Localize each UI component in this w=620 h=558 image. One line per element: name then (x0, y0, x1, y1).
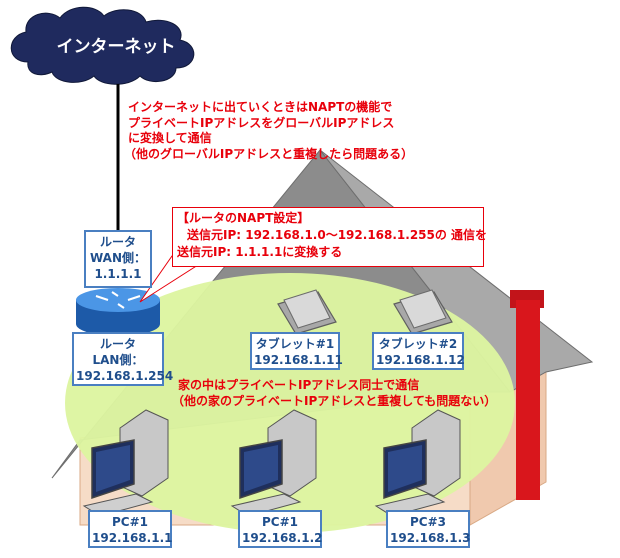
nat-setting-title: 【ルータのNAPT設定】 (177, 211, 310, 225)
tablet-2-name: タブレット#2 (378, 337, 458, 351)
internet-note-line-3: に変換して通信 (128, 131, 212, 145)
pc-1-name: PC#1 (111, 515, 148, 529)
router-lan-name: ルータ (99, 337, 136, 351)
router-lan-ip: 192.168.1.254 (76, 369, 174, 383)
pc-3-name: PC#3 (409, 515, 446, 529)
pc-2-name: PC#1 (261, 515, 298, 529)
home-note-line-2: （他の家のプライベートIPアドレスと重複しても問題ない） (172, 393, 497, 408)
tablet-1-label: タブレット#1 192.168.1.11 (250, 332, 343, 370)
tablet-2-ip: 192.168.1.12 (376, 353, 465, 367)
router-wan-name: ルータ (99, 235, 136, 249)
tablet-1-name: タブレット#1 (255, 337, 335, 351)
nat-setting-line-2: 送信元IP: 1.1.1.1に変換する (177, 245, 343, 259)
pc-1-ip: 192.168.1.1 (92, 531, 173, 545)
router-icon (76, 288, 160, 336)
pc-3-icon (374, 409, 461, 517)
pc-3-ip: 192.168.1.3 (390, 531, 471, 545)
router-wan-side: WAN側： (89, 251, 147, 265)
internet-cloud-icon (10, 6, 195, 85)
internet-note-line-2: プライベートIPアドレスをグローバルIPアドレス (128, 115, 395, 130)
home-note-line-1: 家の中はプライベートIPアドレス同士で通信 (178, 378, 420, 392)
internet-label: インターネット (56, 37, 176, 57)
tablet-2-label: タブレット#2 192.168.1.12 (372, 332, 465, 370)
router-wan-label: ルータ WAN側： 1.1.1.1 (84, 230, 152, 288)
router-lan-side: LAN側： (92, 353, 144, 367)
internet-note-line-1: インターネットに出ていくときはNAPTの機能で (128, 100, 393, 114)
internet-note-line-4: （他のグローバルIPアドレスと重複したら問題ある） (124, 146, 414, 161)
pc-2-ip: 192.168.1.2 (242, 531, 323, 545)
pc-3-label: PC#3 192.168.1.3 (386, 510, 470, 548)
pc-1-label: PC#1 192.168.1.1 (88, 510, 172, 548)
router-wan-ip: 1.1.1.1 (94, 267, 142, 281)
chimney (516, 300, 540, 500)
pc-2-icon (230, 409, 317, 517)
tablet-1-icon (277, 289, 337, 335)
nat-setting-callout: 【ルータのNAPT設定】 送信元IP: 192.168.1.0～192.168.… (172, 207, 488, 267)
router-lan-label: ルータ LAN側： 192.168.1.254 (72, 332, 174, 386)
tablet-2-icon (393, 289, 453, 335)
internet-napt-note: インターネットに出ていくときはNAPTの機能で プライベートIPアドレスをグロー… (124, 100, 413, 162)
pc-1-icon (82, 409, 169, 517)
pc-2-label: PC#1 192.168.1.2 (238, 510, 322, 548)
tablet-1-ip: 192.168.1.11 (254, 353, 343, 367)
nat-setting-line-1: 送信元IP: 192.168.1.0～192.168.1.255の 通信を (187, 228, 488, 242)
home-lan-note: 家の中はプライベートIPアドレス同士で通信 （他の家のプライベートIPアドレスと… (172, 378, 496, 409)
